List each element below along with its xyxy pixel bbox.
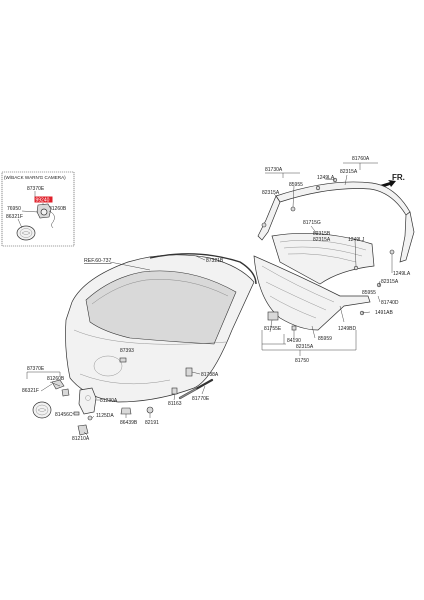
- bolt-1125da: [87, 415, 93, 421]
- label-85959: 85959: [318, 336, 332, 342]
- label-82315a: 82315A: [296, 344, 314, 350]
- label-84190: 84190: [287, 338, 301, 344]
- part-labels: 81730A 81760A 82315A 85955 1249LA 82315A…: [22, 156, 411, 442]
- label-1249bd: 1249BD: [338, 326, 356, 332]
- front-direction-indicator: FR.: [380, 173, 405, 188]
- label-1125da: 1125DA: [96, 413, 114, 419]
- actuator-81210a: [77, 424, 89, 436]
- label-81770e: 81770E: [192, 396, 210, 402]
- clip-icon: [353, 265, 359, 271]
- label-1491ab: 1491AB: [375, 310, 393, 316]
- label-82315b: 82315B: [313, 231, 331, 237]
- bumper-81738a: [185, 367, 193, 377]
- label-1249la: 1249LA: [317, 175, 335, 181]
- label-87370e: 87370E: [27, 366, 45, 372]
- inset-label-99240: 99240: [36, 197, 50, 203]
- label-86439b: 86439B: [120, 420, 138, 426]
- inset-label-76950: 76950: [7, 206, 21, 212]
- bracket-86321f: [51, 379, 65, 390]
- label-1249la: 1249LA: [393, 271, 411, 277]
- lower-left-parts: [26, 371, 100, 437]
- inset-title: (W/BACK WARN'G CAMERA): [4, 175, 66, 180]
- label-85955: 85955: [362, 290, 376, 296]
- ref-label: REF.60-737: [84, 258, 112, 264]
- left-pillar-trim: [257, 195, 281, 241]
- handle-81755e: [267, 311, 279, 321]
- clip-81456c: [73, 411, 80, 416]
- stopper-87393: [119, 357, 127, 363]
- fastener-84190: [291, 325, 297, 331]
- label-81740d: 81740D: [381, 300, 399, 306]
- label-82315a: 82315A: [340, 169, 358, 175]
- label-85955: 85955: [289, 182, 303, 188]
- inset-back-warning-camera: (W/BACK WARN'G CAMERA) 87370E 99240 7695…: [1, 171, 75, 247]
- label-81738a: 81738A: [201, 372, 219, 378]
- label-82191: 82191: [145, 420, 159, 426]
- plug-82191: [146, 406, 154, 414]
- label-81730a: 81730A: [265, 167, 283, 173]
- lower-trim-81750: [253, 255, 371, 331]
- label-81715g: 81715G: [303, 220, 321, 226]
- inner-panel-81715g: [271, 233, 375, 285]
- label-82315a: 82315A: [262, 190, 280, 196]
- inset-label-87370e: 87370E: [27, 186, 45, 192]
- camera-lens: [40, 208, 48, 216]
- inset-label-81260b: 81260B: [49, 206, 67, 212]
- highlight-marker: [34, 196, 53, 203]
- lower-center-parts: [120, 367, 214, 418]
- label-81260b: 81260B: [47, 376, 65, 382]
- label-81456c: 81456C: [55, 412, 73, 418]
- label-81760a: 81760A: [352, 156, 370, 162]
- label-82315a: 82315A: [313, 237, 331, 243]
- label-81750: 81750: [295, 358, 309, 364]
- fr-label: FR.: [392, 173, 405, 182]
- clip-icon: [261, 222, 267, 228]
- label-81755e: 81755E: [264, 326, 282, 332]
- label-81230a: 81230A: [100, 398, 118, 404]
- clip-icon: [389, 249, 395, 255]
- rear-glass-opening: [85, 270, 237, 345]
- clip-icon: [290, 206, 296, 212]
- bolt-81163: [171, 387, 178, 395]
- emblem-inset: [16, 225, 36, 241]
- latch-81230a: [78, 387, 97, 415]
- inset-label-86321f: 86321F: [6, 214, 23, 220]
- label-82315a: 82315A: [381, 279, 399, 285]
- label-86321f: 86321F: [22, 388, 39, 394]
- tailgate-body: REF.60-737 87321B: [65, 253, 257, 403]
- label-81163: 81163: [168, 401, 182, 407]
- emblem-recess: [93, 355, 123, 377]
- camera-wire: [50, 211, 55, 229]
- label-87321b: 87321B: [206, 258, 224, 264]
- label-87393: 87393: [120, 348, 134, 354]
- cover-81260b: [61, 388, 70, 397]
- label-81210a: 81210A: [72, 436, 90, 442]
- clip-icon: [315, 185, 321, 191]
- label-1249lj: 1249LJ: [348, 237, 365, 243]
- right-pillar-trim: [399, 211, 415, 263]
- stopper-86439b: [120, 407, 132, 415]
- emblem: [32, 401, 52, 419]
- upper-trim-assembly: [253, 162, 415, 356]
